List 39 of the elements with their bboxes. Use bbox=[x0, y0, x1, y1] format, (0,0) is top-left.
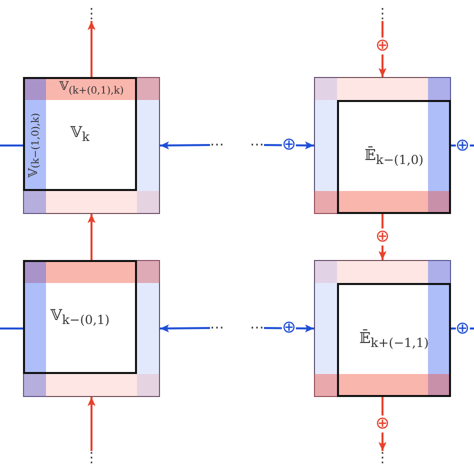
domain-block bbox=[23, 77, 160, 214]
connector-line bbox=[0, 328, 23, 330]
arrow bbox=[88, 214, 96, 260]
overlap-strip bbox=[314, 191, 451, 214]
overlap-strip bbox=[23, 191, 160, 214]
ellipsis: ⋮ bbox=[84, 7, 98, 21]
subdomain-label: 𝕍$_{k−(0,1)}$ bbox=[50, 307, 110, 327]
ellipsis: ⋮ bbox=[376, 7, 390, 21]
subdomain-label: 𝕍$_{(k+(0,1),k)}$ bbox=[59, 80, 124, 97]
ellipsis: ⋮ bbox=[84, 451, 98, 465]
ellipsis: ⋯ bbox=[250, 321, 264, 335]
edge-label: ⊕ bbox=[375, 38, 390, 55]
arrow bbox=[88, 397, 96, 451]
edge-label: ⊕ bbox=[375, 228, 390, 246]
ellipsis: ⋯ bbox=[210, 321, 224, 335]
ellipsis: ⋮ bbox=[376, 451, 390, 465]
edge-label: ⊕ bbox=[455, 320, 470, 337]
subdomain-square bbox=[337, 283, 451, 397]
subdomain-square bbox=[23, 260, 137, 374]
domain-block bbox=[314, 260, 451, 397]
arrow bbox=[264, 141, 314, 150]
arrow bbox=[88, 21, 96, 77]
subdomain-square bbox=[337, 100, 451, 214]
ellipsis: ⋯ bbox=[250, 138, 264, 152]
domain-block bbox=[23, 260, 160, 397]
subdomain-label: 𝔼̄$_{k−(1,0)}$ bbox=[364, 147, 424, 167]
arrow bbox=[160, 324, 210, 332]
overlap-strip bbox=[314, 374, 451, 397]
subdomain-label: 𝕍$_{k}$ bbox=[70, 124, 90, 144]
edge-label: ⊕ bbox=[455, 137, 470, 154]
domain-block bbox=[314, 77, 451, 214]
arrow bbox=[264, 324, 314, 332]
overlap-strip bbox=[23, 374, 160, 397]
arrow bbox=[160, 141, 210, 150]
subdomain-label: 𝔼̄$_{k+(−1,1)}$ bbox=[359, 330, 429, 350]
connector-line bbox=[0, 144, 23, 146]
subdomain-square bbox=[23, 77, 137, 191]
ellipsis: ⋯ bbox=[210, 138, 224, 152]
edge-label: ⊕ bbox=[375, 416, 390, 432]
